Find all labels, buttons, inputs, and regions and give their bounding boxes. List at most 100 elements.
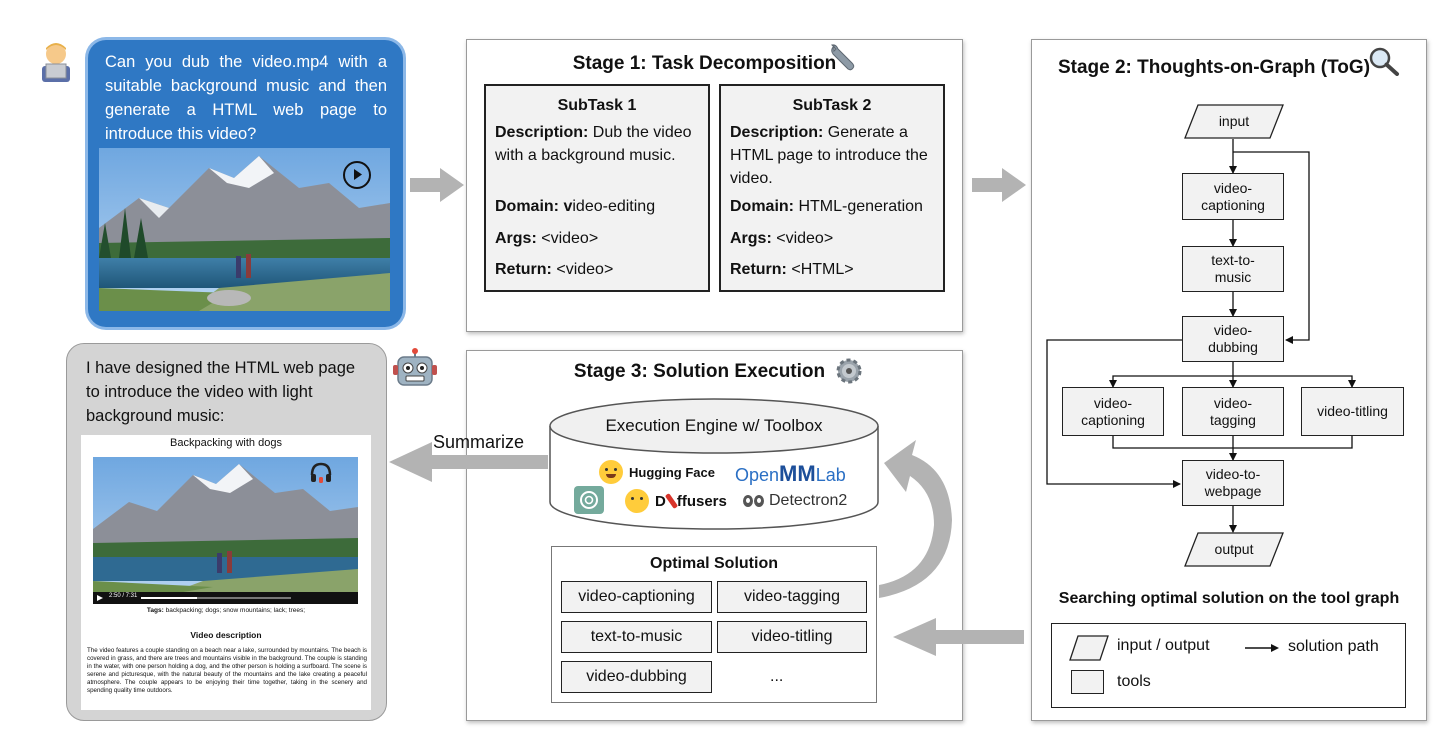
node-output-label: output [1214, 541, 1254, 557]
node-text-to-music: text-to-music [1182, 246, 1284, 292]
optimal-solution-title: Optimal Solution [650, 555, 778, 572]
subtask-1-args: Args: <video> [495, 227, 699, 250]
legend-io-shape [1069, 635, 1109, 661]
stage1-panel: Stage 1: Task Decomposition SubTask 1 De… [466, 39, 963, 332]
legend-tools-shape [1071, 670, 1104, 694]
detectron-logo: Detectron2 [743, 489, 847, 513]
user-message-bubble: Can you dub the video.mp4 with a suitabl… [88, 40, 403, 327]
hugging-face-logo: Hugging Face [599, 460, 715, 484]
openmmlab-lab: Lab [815, 465, 846, 485]
node-video-titling: video-titling [1301, 387, 1404, 436]
stage3-title: Stage 3: Solution Execution [467, 361, 962, 383]
solution-video-titling: video-titling [717, 621, 867, 653]
node-output: output [1184, 532, 1284, 567]
subtask-1-domain: Domain: video-editing [495, 195, 699, 218]
subtask-2-title: SubTask 2 [792, 97, 872, 114]
subtask-2-domain-label: Domain: [730, 198, 794, 215]
summarize-label: Summarize [433, 432, 525, 452]
legend-io-label: input / output [1117, 637, 1210, 654]
stage2-title: Stage 2: Thoughts-on-Graph (ToG) [1032, 57, 1426, 79]
hugging-face-icon [599, 460, 623, 484]
subtask-1-description: Description: Dub the video with a backgr… [495, 121, 699, 191]
solution-text-to-music: text-to-music [561, 621, 712, 653]
solution-ellipsis: ... [770, 668, 784, 685]
detectron-icon [743, 495, 765, 507]
headphones-icon [309, 461, 333, 485]
web-page-tags: Tags: backpacking; dogs; snow mountains;… [81, 607, 371, 614]
node-input: input [1184, 104, 1284, 139]
subtask-1-domain-value: ideo-editing [572, 198, 656, 215]
diffusers-d: D [655, 492, 666, 510]
node-video-tagging: video-tagging [1182, 387, 1284, 436]
subtask-1-args-value: <video> [541, 230, 599, 247]
openmmlab-open: Open [735, 465, 780, 485]
solution-video-dubbing: video-dubbing [561, 661, 712, 693]
openai-icon [574, 486, 604, 514]
stage1-title-text: Stage 1: Task Decomposition [572, 53, 837, 74]
subtask-1-description-value: Dub the video with a background music. [495, 124, 692, 164]
subtask-2-description: Description: Generate a HTML page to int… [730, 121, 934, 191]
web-page-video-time: 2:50 / 7:31 [109, 593, 138, 599]
node-video-captioning-2: video-captioning [1062, 387, 1164, 436]
node-video-captioning-1: video-captioning [1182, 173, 1284, 220]
web-page-title: Backpacking with dogs [170, 437, 282, 449]
node-video-to-webpage: video-to-webpage [1182, 460, 1284, 506]
bot-message-text: I have designed the HTML web page to int… [86, 359, 356, 425]
detectron-label: Detectron2 [769, 492, 848, 509]
stage3-title-text: Stage 3: Solution Execution [573, 361, 826, 382]
subtask-2-card: SubTask 2 Description: Generate a HTML p… [719, 84, 945, 292]
web-page-video: 2:50 / 7:31 [93, 457, 358, 604]
subtask-1-args-label: Args: [495, 230, 537, 247]
openmmlab-logo: OpenMMLab [735, 461, 846, 487]
diffusers-logo: D ffusers [625, 488, 727, 514]
node-video-dubbing: video-dubbing [1182, 316, 1284, 362]
subtask-2-return-value: <HTML> [791, 261, 854, 278]
subtask-1-return-label: Return: [495, 261, 552, 278]
web-page-tags-value: backpacking; dogs; snow mountains; lack;… [165, 607, 306, 614]
subtask-2-description-label: Description: [730, 124, 824, 141]
execution-engine-label: Execution Engine w/ Toolbox [605, 416, 823, 435]
subtask-2-args-label: Args: [730, 230, 772, 247]
subtask-2-return: Return: <HTML> [730, 258, 934, 281]
legend-path-arrow [1245, 644, 1279, 652]
magnifier-icon [1368, 46, 1400, 76]
play-icon[interactable] [343, 161, 371, 189]
subtask-2-domain-value: HTML-generation [798, 198, 923, 215]
solution-video-tagging: video-tagging [717, 581, 867, 613]
legend-path-label: solution path [1288, 638, 1379, 655]
subtask-1-return-value: <video> [556, 261, 614, 278]
video-thumbnail [99, 148, 390, 311]
gear-icon [835, 357, 863, 385]
subtask-2-domain: Domain: HTML-generation [730, 195, 934, 218]
web-page-description: The video features a couple standing on … [87, 647, 367, 695]
robot-icon [393, 348, 437, 390]
subtask-1-card: SubTask 1 Description: Dub the video wit… [484, 84, 710, 292]
wrench-icon [828, 42, 858, 72]
bot-message-bubble: I have designed the HTML web page to int… [66, 343, 387, 721]
stage1-title: Stage 1: Task Decomposition [467, 53, 962, 75]
diffusers-rest: ffusers [676, 492, 727, 510]
execution-engine-cylinder: Execution Engine w/ Toolbox Hugging Face… [549, 398, 879, 530]
subtask-1-domain-first: v [563, 198, 573, 215]
web-page-tags-label: Tags: [146, 607, 164, 614]
node-input-label: input [1218, 113, 1250, 129]
subtask-2-return-label: Return: [730, 261, 787, 278]
subtask-1-description-label: Description: [495, 124, 589, 141]
stage2-title-text: Stage 2: Thoughts-on-Graph (ToG) [1057, 57, 1371, 78]
web-page-description-title: Video description [190, 630, 262, 640]
subtask-1-domain-label: Domain: [495, 198, 559, 215]
graph-legend: input / output solution path tools [1051, 623, 1406, 708]
subtask-2-args-value: <video> [776, 230, 834, 247]
user-avatar-icon [36, 40, 76, 84]
subtask-1-return: Return: <video> [495, 258, 699, 281]
diffusers-icon [625, 489, 649, 513]
subtask-2-description-value: Generate a HTML page to introduce the vi… [730, 124, 928, 187]
solution-video-captioning: video-captioning [561, 581, 712, 613]
openmmlab-mm: MM [779, 461, 816, 486]
legend-tools-label: tools [1117, 673, 1151, 690]
user-message-text: Can you dub the video.mp4 with a suitabl… [105, 53, 387, 143]
generated-web-page: Backpacking with dogs 2:50 / [81, 435, 371, 710]
stage2-caption: Searching optimal solution on the tool g… [1058, 590, 1400, 607]
subtask-1-title: SubTask 1 [557, 97, 637, 114]
